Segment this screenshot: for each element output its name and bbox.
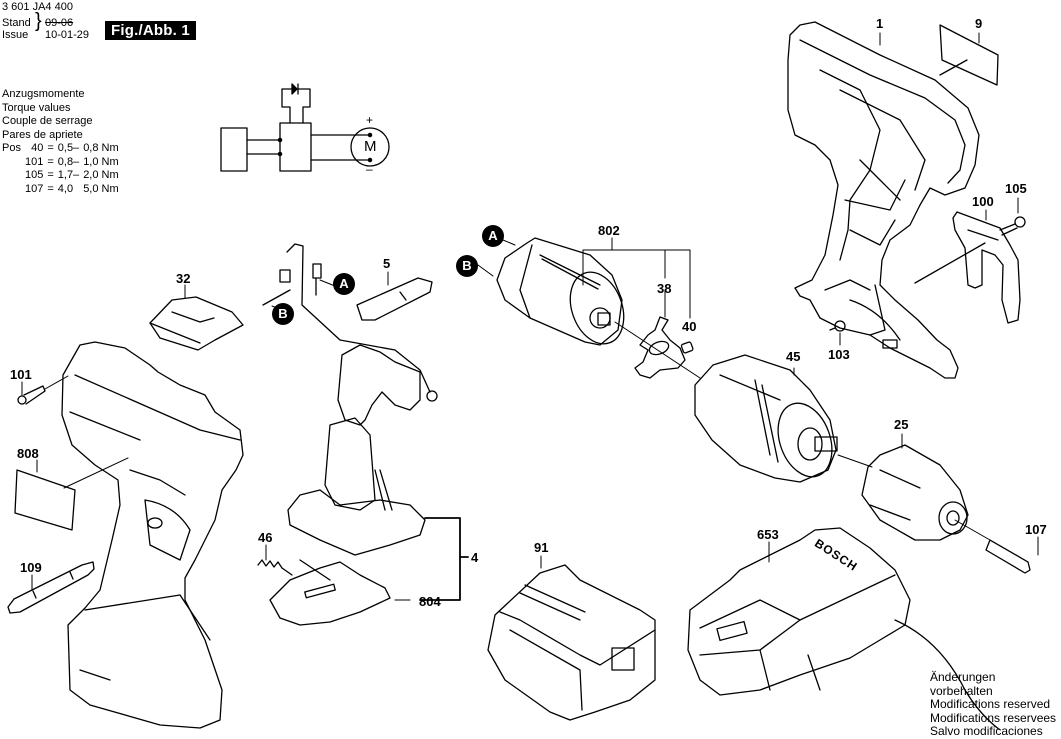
issue-date: 10-01-29	[45, 29, 90, 41]
callout-100: 100	[972, 194, 994, 209]
connector-a-badge: A	[333, 273, 355, 295]
torque-row: 105 = 1,7– 2,0 Nm	[2, 169, 123, 183]
connector-a-badge: A	[482, 225, 504, 247]
callout-4: 4	[471, 550, 479, 565]
torque-row: Pos 40 = 0,5– 0,8 Nm	[2, 142, 123, 156]
screw-103	[829, 320, 846, 332]
circuit-diagram	[220, 83, 390, 172]
switch-block	[279, 122, 312, 172]
note-en: Modifications reserved	[930, 697, 1051, 711]
pos-label: Pos	[2, 142, 21, 154]
cover-5	[356, 277, 433, 321]
torque-eq: =	[47, 169, 54, 181]
diode-icon	[291, 83, 298, 95]
note-de: Änderungen vorbehalten	[930, 670, 996, 698]
torque-pos: 107	[24, 182, 44, 195]
callout-802: 802	[598, 223, 620, 238]
torque-min: 1,7–	[57, 169, 80, 181]
leader-lines	[21, 32, 1039, 601]
switch-module-4	[287, 344, 426, 556]
motor-label: M	[364, 138, 377, 155]
callout-107: 107	[1025, 522, 1047, 537]
selector-switch-32	[149, 296, 244, 351]
plus-sign: +	[366, 113, 374, 127]
torque-min: 0,8–	[57, 155, 80, 168]
figure-label: Fig./Abb. 1	[105, 21, 196, 40]
torque-min: 4,0	[57, 182, 74, 195]
spring-clip-38	[634, 316, 686, 379]
torque-max: 2,0 Nm	[83, 169, 119, 181]
torque-min: 0,5–	[57, 142, 80, 154]
minus-sign: –	[366, 162, 373, 176]
torque-max: 5,0 Nm	[83, 182, 119, 195]
part-number: 3 601 JA4 400	[2, 1, 73, 13]
screw-40	[680, 341, 694, 354]
torque-title-fr: Couple de serrage	[2, 115, 93, 127]
callout-105: 105	[1005, 181, 1027, 196]
screw-105	[999, 216, 1026, 236]
callout-45: 45	[786, 349, 801, 364]
callout-109: 109	[20, 560, 42, 575]
motor-802	[496, 237, 625, 346]
callout-91: 91	[534, 540, 549, 555]
callout-38: 38	[657, 281, 672, 296]
battery-block	[220, 127, 248, 172]
torque-row: 101 = 0,8– 1,0 Nm	[2, 156, 123, 170]
torque-max: 1,0 Nm	[83, 155, 119, 168]
connector-b-badge: B	[456, 255, 478, 277]
spring-46	[257, 559, 293, 576]
torque-pos: 105	[24, 169, 44, 181]
connector-b-badge: B	[272, 303, 294, 325]
housing-half-left	[61, 341, 244, 729]
torque-values: Anzugsmomente Torque values Couple de se…	[2, 88, 123, 196]
screwdriver-bit-109	[7, 561, 95, 614]
torque-eq: =	[47, 182, 54, 195]
callout-46: 46	[258, 530, 273, 545]
chuck-25	[861, 444, 969, 541]
torque-title-en: Torque values	[2, 101, 71, 114]
contact-plate-804	[269, 559, 391, 626]
torque-table: Pos 40 = 0,5– 0,8 Nm 101 = 0,8– 1,0 Nm 1…	[2, 142, 123, 196]
torque-title-de: Anzugsmomente	[2, 88, 85, 100]
torque-pos: 40	[31, 142, 44, 154]
callout-1: 1	[876, 16, 884, 31]
callout-103: 103	[828, 347, 850, 362]
callout-804: 804	[419, 594, 441, 609]
callout-5: 5	[383, 256, 391, 271]
torque-pos: 101	[24, 155, 44, 168]
callout-32: 32	[176, 271, 191, 286]
bracket-4	[419, 517, 469, 601]
torque-max: 0,8 Nm	[83, 142, 119, 154]
battery-pack-91	[487, 564, 656, 721]
callout-653: 653	[757, 527, 779, 542]
callout-40: 40	[682, 319, 697, 334]
modification-notes: Änderungen vorbehalten Modifications res…	[930, 670, 1061, 739]
issue-label: Issue	[2, 29, 29, 41]
torque-title-es: Pares de apriete	[2, 128, 83, 141]
motor-symbol	[350, 127, 390, 167]
callout-25: 25	[894, 417, 909, 432]
screw-107	[985, 539, 1031, 574]
callout-9: 9	[975, 16, 983, 31]
housing-half-1	[787, 21, 980, 379]
stand-label: Stand	[2, 17, 31, 29]
note-es: Salvo modificaciones	[930, 724, 1043, 738]
torque-eq: =	[47, 155, 54, 168]
torque-eq: =	[47, 142, 54, 154]
label-plate-808	[14, 457, 129, 531]
old-date: 09-06	[45, 17, 74, 29]
callout-101: 101	[10, 367, 32, 382]
torque-row: 107 = 4,0 5,0 Nm	[2, 183, 123, 197]
callout-808: 808	[17, 446, 39, 461]
charger-653	[687, 527, 1001, 730]
label-plate-9	[939, 24, 999, 86]
note-fr: Modifications reservees	[930, 710, 1057, 725]
gearbox-45	[694, 354, 838, 483]
wiring-harness	[262, 243, 438, 402]
brace-icon: }	[35, 10, 42, 32]
screw-101	[17, 375, 69, 405]
belt-clip-100	[914, 211, 1021, 324]
